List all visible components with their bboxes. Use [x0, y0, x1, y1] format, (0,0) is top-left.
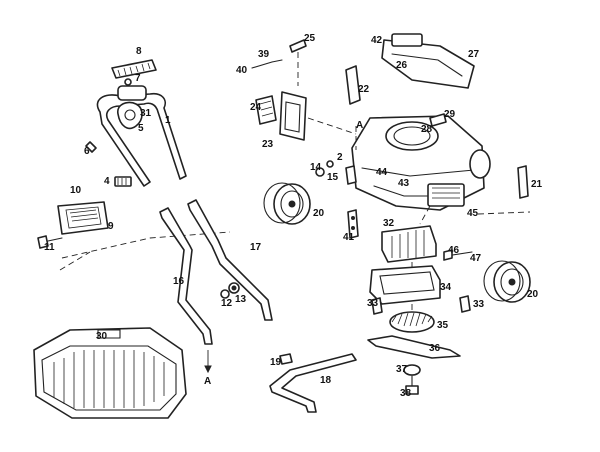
part-labels: 1 4 5 6 7 8 9 10 11 12 13 14 15 16 17 18… [44, 33, 543, 399]
spring-46 [443, 249, 473, 261]
part-number-47: 47 [470, 253, 482, 264]
knob-12 [220, 289, 230, 299]
bracket-21 [517, 165, 529, 199]
clip-29 [429, 113, 447, 127]
part-number-46: 46 [448, 245, 460, 256]
part-number-33-right: 33 [473, 299, 485, 310]
part-number-36: 36 [429, 343, 441, 354]
fan-housing-34 [369, 265, 441, 305]
part-number-45: 45 [467, 208, 479, 219]
cable-clip-7 [124, 78, 132, 86]
upper-handle [96, 85, 187, 187]
part-number-16: 16 [173, 276, 185, 287]
wheel-20-front [483, 260, 531, 303]
part-number-27: 27 [468, 49, 480, 60]
bolt-33-left [371, 297, 383, 315]
switch-box-5 [117, 101, 143, 130]
lower-handle-17 [187, 199, 273, 321]
marker-a-bottom: A [204, 376, 211, 387]
part-number-26: 26 [396, 60, 408, 71]
marker-a-top: A [356, 120, 363, 131]
part-number-43: 43 [398, 178, 410, 189]
part-number-15: 15 [327, 172, 339, 183]
part-number-30: 30 [96, 331, 108, 342]
part-number-40: 40 [236, 65, 248, 76]
part-number-22: 22 [358, 84, 370, 95]
part-number-28: 28 [421, 124, 433, 135]
pin-25 [289, 39, 307, 53]
bolt-33-right [459, 295, 471, 313]
chute-22 [345, 65, 361, 105]
small-parts-2-14-15 [315, 160, 357, 185]
part-number-24: 24 [250, 102, 262, 113]
part-number-12: 12 [221, 298, 233, 309]
screw-6 [85, 141, 97, 153]
label-plate-10 [57, 201, 109, 235]
part-number-29: 29 [444, 109, 456, 120]
part-number-2: 2 [337, 152, 343, 163]
part-number-42: 42 [371, 35, 383, 46]
part-number-31: 31 [140, 108, 152, 119]
part-number-20-rear: 20 [313, 208, 325, 219]
part-number-6: 6 [84, 146, 90, 157]
part-number-20-front: 20 [527, 289, 539, 300]
part-number-11: 11 [44, 242, 55, 253]
part-number-32: 32 [383, 218, 395, 229]
part-number-38: 38 [400, 388, 412, 399]
part-number-1: 1 [165, 115, 171, 126]
part-number-23: 23 [262, 139, 274, 150]
part-number-39: 39 [258, 49, 270, 60]
spring-39 [251, 59, 283, 69]
clamp-4 [114, 176, 132, 187]
motor-cover-27 [381, 33, 475, 89]
wheel-small-rear-right [469, 149, 491, 179]
part-number-8: 8 [136, 46, 142, 57]
blade-bolt-38 [405, 375, 419, 395]
blade-36 [367, 335, 461, 359]
part-number-4: 4 [104, 176, 110, 187]
bolt-11 [37, 235, 63, 249]
part-number-19: 19 [270, 357, 282, 368]
mower-deck [351, 115, 485, 211]
part-number-37: 37 [396, 364, 408, 375]
grass-box-30 [33, 327, 187, 419]
part-number-44: 44 [376, 167, 388, 178]
motor-32 [381, 225, 437, 263]
part-number-41: 41 [343, 232, 355, 243]
part-number-5: 5 [138, 123, 144, 134]
fan-35 [389, 311, 435, 333]
plate-24 [255, 95, 277, 125]
bracket-41 [347, 209, 359, 239]
part-number-14: 14 [310, 162, 322, 173]
lower-handle-16 [159, 207, 213, 345]
part-number-13: 13 [235, 294, 247, 305]
part-number-34: 34 [440, 282, 452, 293]
part-number-35: 35 [437, 320, 449, 331]
part-number-7: 7 [135, 73, 141, 84]
grip-8 [111, 59, 157, 79]
part-number-21: 21 [531, 179, 543, 190]
part-number-25: 25 [304, 33, 316, 44]
clip-19 [279, 353, 293, 365]
axle-bar-18 [269, 353, 357, 413]
part-number-9: 9 [108, 221, 114, 232]
part-number-17: 17 [250, 242, 262, 253]
rear-flap-23 [279, 91, 307, 141]
wheel-20-rear [263, 182, 311, 225]
part-number-10: 10 [70, 185, 82, 196]
blade-washer-37 [403, 364, 421, 376]
knob-13 [228, 282, 240, 294]
part-number-18: 18 [320, 375, 332, 386]
part-number-33-left: 33 [367, 298, 379, 309]
